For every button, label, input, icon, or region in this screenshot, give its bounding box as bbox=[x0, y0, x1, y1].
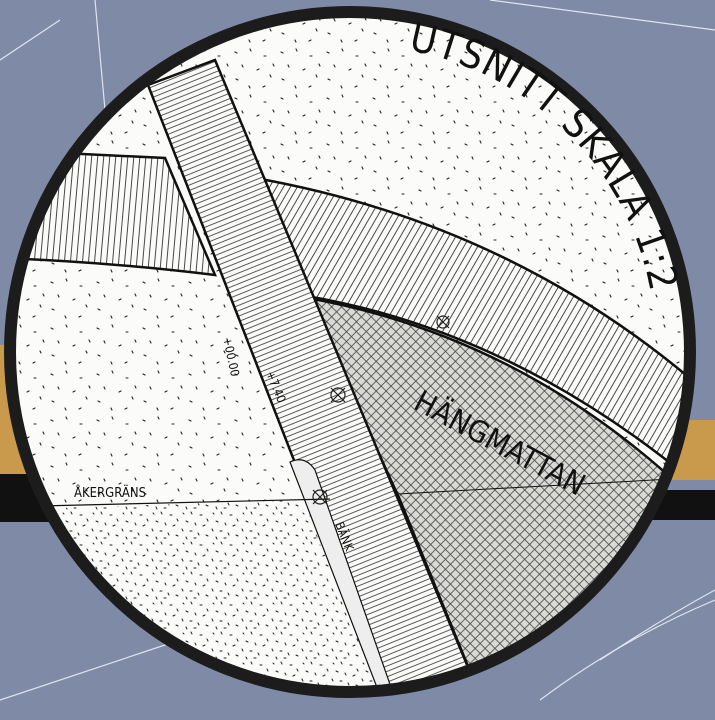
tree-symbol-icon bbox=[312, 489, 328, 505]
curved-band bbox=[253, 176, 690, 503]
field-boundary-line bbox=[39, 498, 331, 507]
tree-symbol-icon bbox=[436, 315, 450, 329]
boundary-label: ÅKERGRÄNS bbox=[74, 485, 146, 501]
circle-frame bbox=[4, 6, 696, 698]
tree-symbol-icon bbox=[330, 387, 346, 403]
sky-lines bbox=[0, 0, 715, 701]
area-division-line bbox=[397, 477, 690, 495]
bench-strip bbox=[289, 459, 393, 691]
